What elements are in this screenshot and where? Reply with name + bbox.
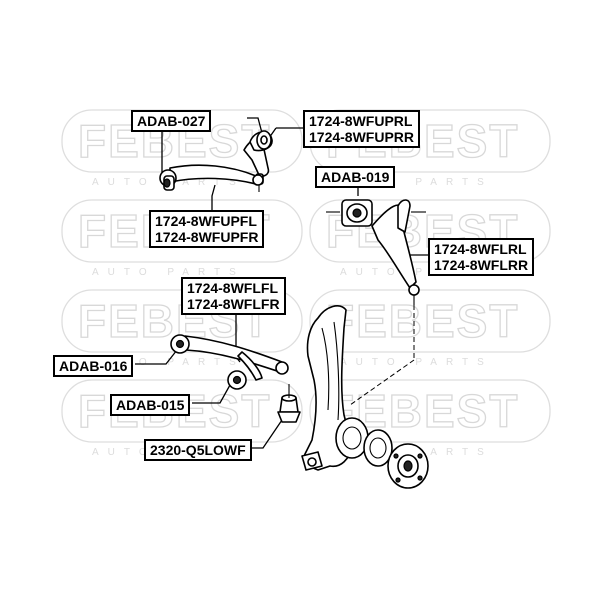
svg-text:AUTO PARTS: AUTO PARTS xyxy=(92,357,245,368)
svg-text:FEBEST: FEBEST xyxy=(326,295,519,347)
label-ball-joint: 2320-Q5LOWF xyxy=(144,439,252,461)
label-upper-rear-arm-left: 1724-8WFUPRL xyxy=(309,113,413,129)
watermark-tile: FEBEST AUTO PARTS xyxy=(309,289,551,368)
label-adab-016-text: ADAB-016 xyxy=(59,358,128,374)
label-lower-front-arm: 1724-8WFLFL 1724-8WFLFR xyxy=(181,277,286,315)
label-adab-015: ADAB-015 xyxy=(110,394,191,416)
label-adab-027-text: ADAB-027 xyxy=(137,113,206,129)
label-adab-019: ADAB-019 xyxy=(315,166,396,188)
svg-text:AUTO PARTS: AUTO PARTS xyxy=(92,267,245,278)
label-lower-front-arm-right: 1724-8WFLFR xyxy=(187,296,280,312)
label-adab-016: ADAB-016 xyxy=(53,355,134,377)
label-adab-027: ADAB-027 xyxy=(131,110,212,132)
label-upper-front-arm-right: 1724-8WFUPFR xyxy=(155,229,259,245)
label-lower-front-arm-left: 1724-8WFLFL xyxy=(187,280,279,296)
label-lower-rear-arm-right: 1724-8WFLRR xyxy=(434,257,529,273)
lower-front-arm xyxy=(170,334,289,381)
ball-joint xyxy=(277,384,301,423)
label-adab-019-text: ADAB-019 xyxy=(321,169,390,185)
svg-text:AUTO PARTS: AUTO PARTS xyxy=(340,357,493,368)
label-upper-front-arm: 1724-8WFUPFL 1724-8WFUPFR xyxy=(149,210,265,248)
bushing-adab-015 xyxy=(227,370,247,390)
label-upper-rear-arm: 1724-8WFUPRL 1724-8WFUPRR xyxy=(303,110,421,148)
lower-rear-arm xyxy=(326,199,426,305)
label-adab-015-text: ADAB-015 xyxy=(116,397,185,413)
label-lower-rear-arm: 1724-8WFLRL 1724-8WFLRR xyxy=(428,238,535,276)
steering-knuckle xyxy=(301,305,369,471)
upper-front-arm xyxy=(159,164,264,191)
label-upper-front-arm-left: 1724-8WFUPFL xyxy=(155,213,257,229)
label-ball-joint-text: 2320-Q5LOWF xyxy=(150,442,246,458)
label-lower-rear-arm-left: 1724-8WFLRL xyxy=(434,241,527,257)
label-upper-rear-arm-right: 1724-8WFUPRR xyxy=(309,129,415,145)
svg-text:AUTO PARTS: AUTO PARTS xyxy=(340,177,493,188)
wheel-hub xyxy=(349,305,429,489)
